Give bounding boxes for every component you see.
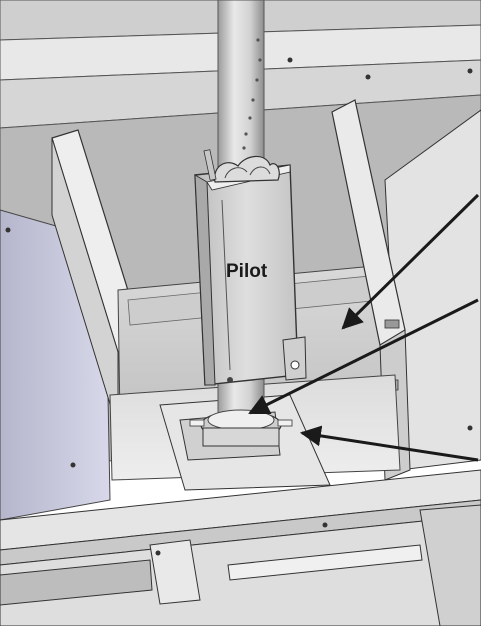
pilot-label: Pilot <box>226 261 268 282</box>
arrow-to-mounting-plate <box>299 425 479 462</box>
callout-arrows <box>248 193 480 462</box>
burner-ring <box>189 409 293 447</box>
arrow-to-side-panel <box>341 193 480 330</box>
arrow-to-burner-ring <box>248 298 479 415</box>
pilot-housing <box>194 149 307 386</box>
front-rail <box>0 469 481 626</box>
